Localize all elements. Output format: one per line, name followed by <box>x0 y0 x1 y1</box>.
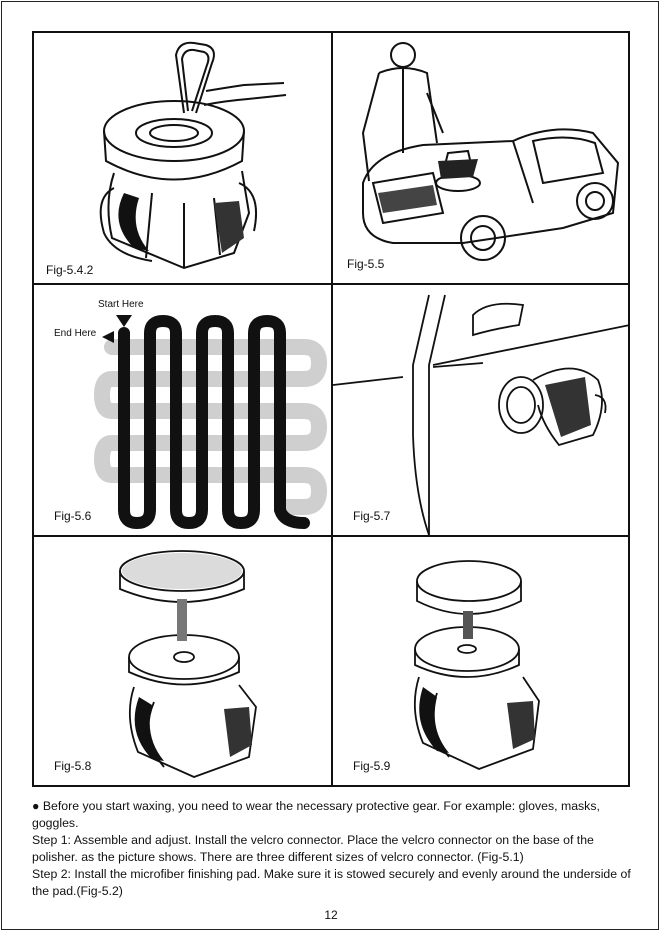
figure-label: Fig-5.9 <box>353 759 391 773</box>
step-1: Step 1: Assemble and adjust. Install the… <box>32 833 594 864</box>
end-here-label: End Here <box>54 328 97 339</box>
finishing-pad-installation <box>119 550 257 778</box>
figure-5-4-2: Fig-5.4.2 <box>34 33 331 283</box>
grid-vertical-divider <box>331 33 333 785</box>
figure-grid: Fig-5.4.2 Fig-5.5 <box>32 31 630 787</box>
figure-label: Fig-5.4.2 <box>46 263 94 277</box>
figure-label: Fig-5.5 <box>347 257 385 271</box>
figure-5-7: Fig-5.7 <box>333 285 630 535</box>
figure-label: Fig-5.7 <box>353 509 391 523</box>
polisher-handle-illustration <box>99 41 287 270</box>
safety-note: ● Before you start waxing, you need to w… <box>32 799 600 830</box>
grid-horizontal-divider-1 <box>34 283 628 285</box>
figure-5-8: Fig-5.8 <box>34 537 331 787</box>
figure-5-5: Fig-5.5 <box>333 33 630 283</box>
door-polishing-illustration <box>333 294 630 535</box>
page-number: 12 <box>324 908 338 922</box>
microfiber-pad-installation <box>413 560 540 770</box>
instructions-text: ● Before you start waxing, you need to w… <box>32 798 632 900</box>
figure-5-6: Start Here End Here Fig-5.6 <box>34 285 331 535</box>
step-2: Step 2: Install the microfiber finishing… <box>32 867 631 898</box>
zigzag-polishing-pattern <box>93 314 328 530</box>
figure-label: Fig-5.8 <box>54 759 92 773</box>
figure-5-9: Fig-5.9 <box>333 537 630 787</box>
figure-label: Fig-5.6 <box>54 509 92 523</box>
car-polishing-illustration <box>361 42 620 261</box>
grid-horizontal-divider-2 <box>34 535 628 537</box>
start-here-label: Start Here <box>98 299 144 310</box>
